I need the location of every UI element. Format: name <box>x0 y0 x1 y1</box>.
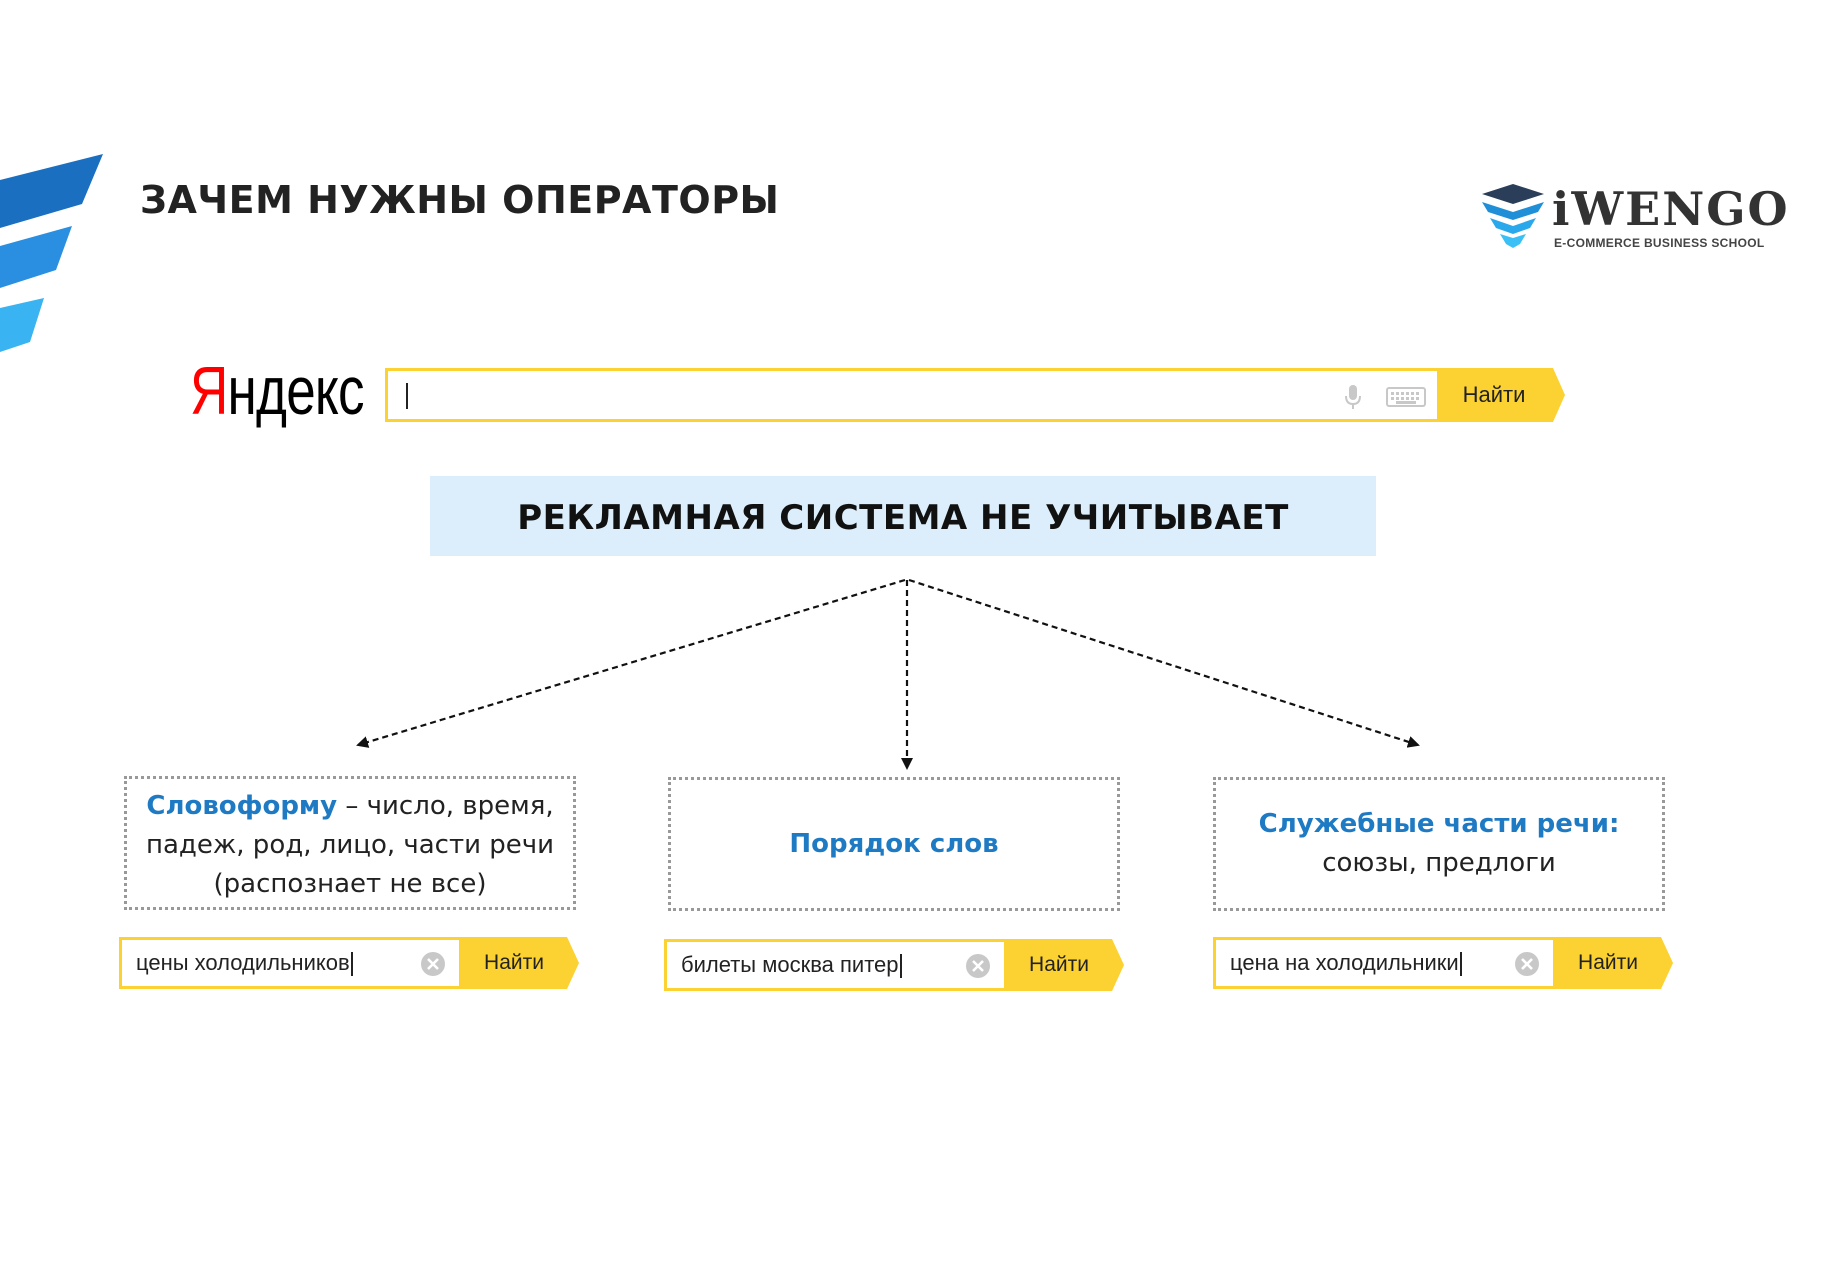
arrow-right <box>908 578 1420 748</box>
brand-logo: iWENGO E-COMMERCE BUSINESS SCHOOL <box>1478 180 1788 260</box>
example-search-input[interactable]: цена на холодильники <box>1213 937 1557 989</box>
search-submit-button[interactable]: Найти <box>1437 368 1565 422</box>
graduation-cap-icon <box>1482 184 1544 248</box>
microphone-icon[interactable] <box>1344 383 1362 411</box>
factor-text: союзы, предлоги <box>1322 848 1556 878</box>
example-query: цены холодильников <box>136 950 350 975</box>
brand-name: iWENGO <box>1552 182 1790 236</box>
search-submit-label: Найти <box>1578 951 1638 974</box>
arrow-left <box>356 578 906 748</box>
yandex-logo: Яндекс <box>190 352 364 430</box>
yandex-search-bar: Найти <box>385 368 1565 422</box>
factor-highlight: Служебные части речи: <box>1258 809 1620 839</box>
text-caret <box>899 954 902 979</box>
brand-tagline: E-COMMERCE BUSINESS SCHOOL <box>1554 236 1765 250</box>
yandex-search-input[interactable] <box>385 368 1441 422</box>
example-search-input[interactable]: цены холодильников <box>119 937 463 989</box>
example-search-bar: билеты москва питер Найти <box>664 939 1124 991</box>
yandex-logo-rest: ндекс <box>227 353 365 429</box>
slide-title: ЗАЧЕМ НУЖНЫ ОПЕРАТОРЫ <box>140 178 780 222</box>
text-caret <box>406 383 408 409</box>
search-submit-label: Найти <box>1029 953 1089 976</box>
keyboard-icon[interactable] <box>1386 387 1426 407</box>
example-search-bar: цены холодильников Найти <box>119 937 579 989</box>
yandex-logo-first-letter: Я <box>190 353 228 429</box>
text-caret <box>1459 952 1462 977</box>
example-query: цена на холодильники <box>1230 950 1459 975</box>
factor-highlight: Словоформу <box>146 791 338 821</box>
text-caret <box>350 952 353 977</box>
clear-icon[interactable] <box>420 951 446 977</box>
factor-highlight: Порядок слов <box>789 829 999 859</box>
factor-text: (распознает не все) <box>213 869 487 899</box>
search-submit-label: Найти <box>1462 382 1526 407</box>
example-query: билеты москва питер <box>681 952 899 977</box>
factor-text: – число, время, <box>337 791 554 821</box>
factor-box-word-order: Порядок слов <box>668 777 1120 911</box>
search-submit-label: Найти <box>484 951 544 974</box>
banner: РЕКЛАМНАЯ СИСТЕМА НЕ УЧИТЫВАЕТ <box>430 476 1376 556</box>
search-submit-button[interactable]: Найти <box>1004 939 1124 991</box>
search-submit-button[interactable]: Найти <box>459 937 579 989</box>
factor-text: падеж, род, лицо, части речи <box>145 830 555 860</box>
factor-box-word-form: Словоформу – число, время, падеж, род, л… <box>124 776 576 910</box>
search-submit-button[interactable]: Найти <box>1553 937 1673 989</box>
example-search-bar: цена на холодильники Найти <box>1213 937 1673 989</box>
example-search-input[interactable]: билеты москва питер <box>664 939 1008 991</box>
factor-box-function-words: Служебные части речи: союзы, предлоги <box>1213 777 1665 911</box>
corner-stripes-decor <box>0 154 103 352</box>
clear-icon[interactable] <box>965 953 991 979</box>
clear-icon[interactable] <box>1514 951 1540 977</box>
